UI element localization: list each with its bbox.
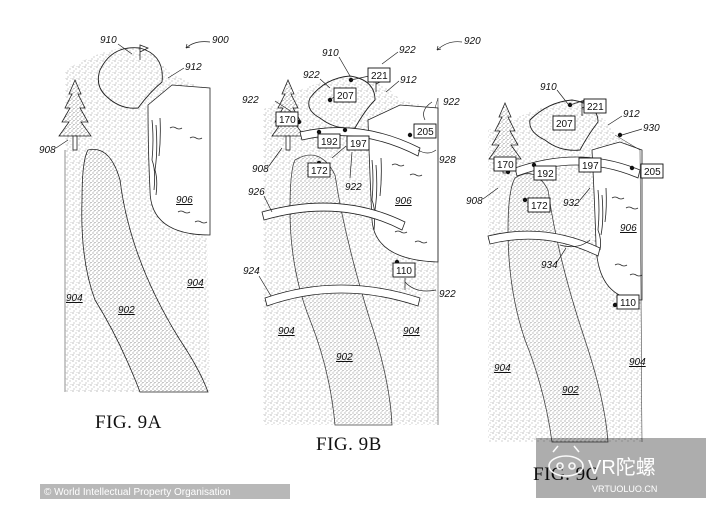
ref-908-9c: 908 [466,196,483,207]
box-192-9b: 192 [317,133,341,149]
figure-9c: 221 207 170 192 197 205 172 110 910 912 … [466,82,664,485]
caption-fig-9a: FIG. 9A [95,412,162,433]
box-110-9c: 110 [616,294,640,310]
box-205-9c: 205 [640,163,664,179]
box-207-9b: 207 [333,87,357,103]
ref-922-upper-left: 922 [303,70,320,81]
watermark-url: VRTUOLUO.CN [592,484,657,494]
ref-904-9b-left: 904 [278,326,295,337]
svg-text:170: 170 [497,160,514,171]
ref-908-9a: 908 [39,145,56,156]
box-205-9b: 205 [413,123,437,139]
ref-904-9b-right: 904 [403,326,420,337]
ref-904-9a-right: 904 [187,278,204,289]
ref-922-tree: 922 [242,95,259,106]
svg-text:197: 197 [350,139,367,150]
ref-920: 920 [464,36,481,47]
ref-912-9c: 912 [623,109,640,120]
svg-text:192: 192 [537,169,554,180]
ref-910-9a: 910 [100,35,117,46]
box-110-9b: 110 [392,262,416,278]
ref-922-center: 922 [345,182,362,193]
caption-fig-9b: FIG. 9B [316,434,382,455]
ref-922-flag: 922 [399,45,416,56]
ref-900: 900 [212,35,229,46]
credit-bar: © World Intellectual Property Organisati… [40,484,290,499]
svg-text:172: 172 [531,201,548,212]
watermark-text: VR陀螺 [588,456,656,479]
svg-text:197: 197 [582,161,599,172]
svg-text:205: 205 [417,127,434,138]
ref-928: 928 [439,155,456,166]
vr-logo-icon [548,445,584,477]
ref-902-9b: 902 [336,352,353,363]
ref-922-right: 922 [443,97,460,108]
svg-text:207: 207 [337,91,354,102]
svg-text:205: 205 [644,167,661,178]
ref-912-9a: 912 [185,62,202,73]
ref-926: 926 [248,187,265,198]
credit-text: © World Intellectual Property Organisati… [44,487,231,498]
svg-text:207: 207 [556,119,573,130]
ref-906-9b: 906 [395,196,412,207]
figure-9a: 910 900 912 908 906 904 904 902 FIG. 9A [39,35,229,433]
ref-910-9b: 910 [322,48,339,59]
svg-text:110: 110 [620,298,636,309]
ref-924: 924 [243,266,260,277]
figure-9b: 221 207 170 192 197 205 172 110 920 910 … [242,36,481,455]
box-170-9b: 170 [275,111,299,127]
box-192-9c: 192 [533,165,557,181]
ref-910-9c: 910 [540,82,557,93]
box-172-9c: 172 [527,197,551,213]
ref-906-9c: 906 [620,223,637,234]
ref-906-9a: 906 [176,195,193,206]
box-221-9b: 221 [367,67,391,83]
ref-922-bottom: 922 [439,289,456,300]
watermark: VR陀螺 VRTUOLUO.CN [536,438,706,498]
box-197-9b: 197 [346,135,370,151]
ref-904-9c-right: 904 [629,357,646,368]
svg-text:172: 172 [311,166,328,177]
svg-text:110: 110 [396,266,412,277]
ref-930: 930 [643,123,660,134]
svg-text:221: 221 [371,71,388,82]
box-197-9c: 197 [578,157,602,173]
box-172-9b: 172 [307,162,331,178]
ref-902-9c: 902 [562,385,579,396]
ref-904-9c-left: 904 [494,363,511,374]
ref-912-9b: 912 [400,75,417,86]
ref-908-9b: 908 [252,164,269,175]
ref-902-9a: 902 [118,305,135,316]
ref-932: 932 [563,198,580,209]
svg-text:192: 192 [321,137,338,148]
svg-text:221: 221 [587,102,604,113]
ref-904-9a-left: 904 [66,293,83,304]
box-170-9c: 170 [493,156,517,172]
svg-text:170: 170 [279,115,296,126]
box-221-9c: 221 [583,98,607,114]
box-207-9c: 207 [552,115,576,131]
ref-934: 934 [541,260,558,271]
